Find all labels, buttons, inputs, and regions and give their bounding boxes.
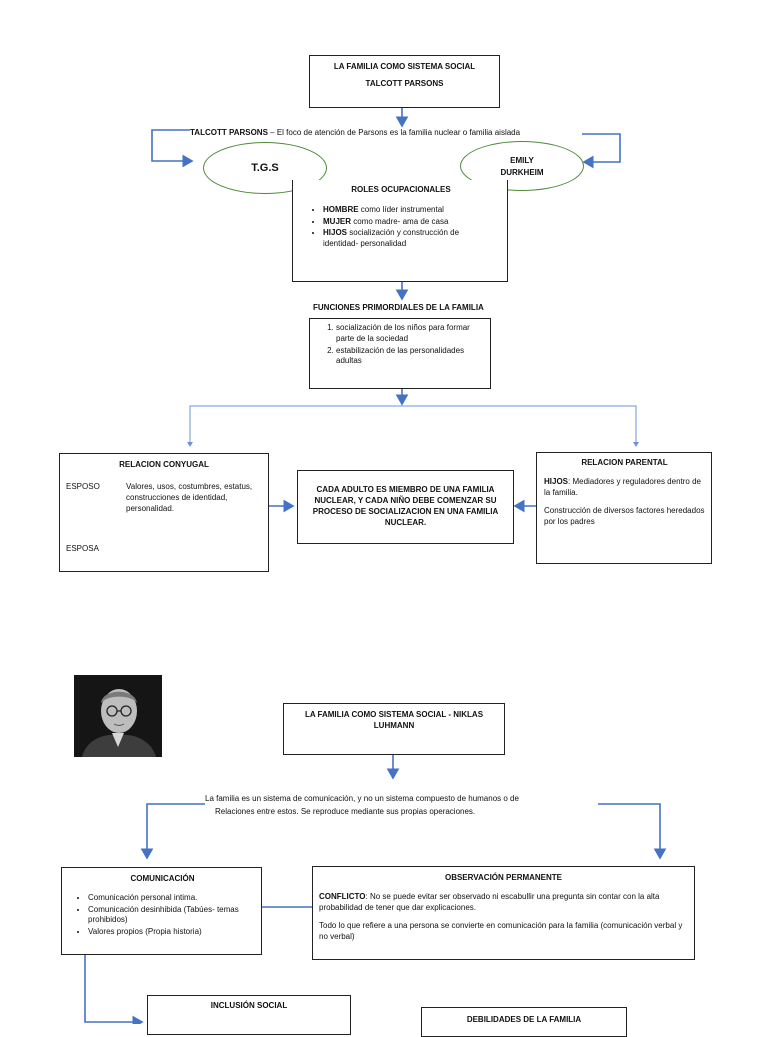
observacion-box: OBSERVACIÓN PERMANENTE CONFLICTO: No se … — [312, 866, 695, 960]
conyugal-title: RELACION CONYUGAL — [119, 460, 209, 469]
parsons-title-line2: TALCOTT PARSONS — [365, 78, 444, 88]
arrow-to-emily — [582, 133, 621, 169]
luhmann-title: LA FAMILIA COMO SISTEMA SOCIAL - NIKLAS … — [304, 710, 484, 730]
central-statement-box: CADA ADULTO ES MIEMBRO DE UNA FAMILIA NU… — [297, 470, 514, 544]
conyugal-text: Valores, usos, costumbres, estatus, cons… — [126, 482, 253, 514]
funcion-item: estabilización de las personalidades adu… — [336, 346, 482, 368]
role-item: HOMBRE como líder instrumental — [323, 205, 495, 216]
niklas-luhmann-photo — [74, 675, 162, 757]
roles-title: ROLES OCUPACIONALES — [351, 185, 451, 194]
focus-name: TALCOTT PARSONS — [190, 128, 268, 137]
comunicacion-item: Comunicación desinhibida (Tabúes- temas … — [88, 905, 253, 927]
parental-title: RELACION PARENTAL — [581, 458, 668, 467]
inclusion-social-box: INCLUSIÓN SOCIAL — [147, 995, 351, 1035]
parsons-title-box: LA FAMILIA COMO SISTEMA SOCIAL TALCOTT P… — [309, 55, 500, 108]
durkheim-label: DURKHEIM — [500, 167, 544, 177]
roles-list: HOMBRE como líder instrumental MUJER com… — [307, 205, 495, 250]
comunicacion-item: Comunicación personal intima. — [88, 893, 253, 904]
luhmann-intro: La familia es un sistema de comunicación… — [205, 793, 605, 817]
funciones-title: FUNCIONES PRIMORDIALES DE LA FAMILIA — [313, 303, 484, 312]
intro-line2: Relaciones entre estos. Se reproduce med… — [215, 807, 476, 817]
luhmann-title-box: LA FAMILIA COMO SISTEMA SOCIAL - NIKLAS … — [283, 703, 505, 755]
funciones-list: socialización de los niños para formar p… — [320, 323, 482, 367]
branch-line — [189, 405, 637, 444]
relacion-parental-box: RELACION PARENTAL HIJOS: Mediadores y re… — [536, 452, 712, 564]
comunicacion-item: Valores propios (Propia historia) — [88, 927, 253, 938]
todo-text: Todo lo que refiere a una persona se con… — [319, 921, 683, 942]
comunicacion-list: Comunicación personal intima. Comunicaci… — [72, 893, 253, 938]
funcion-item: socialización de los niños para formar p… — [336, 323, 482, 345]
esposo-label: ESPOSO — [66, 482, 100, 491]
role-item: MUJER como madre- ama de casa — [323, 217, 495, 228]
central-statement: CADA ADULTO ES MIEMBRO DE UNA FAMILIA NU… — [312, 485, 499, 527]
comunicacion-title: COMUNICACIÓN — [130, 874, 195, 883]
observacion-title: OBSERVACIÓN PERMANENTE — [444, 873, 563, 882]
emily-label: EMILY — [510, 155, 534, 165]
intro-line1: La familia es un sistema de comunicación… — [205, 794, 519, 803]
factores-text: Construcción de diversos factores hereda… — [544, 506, 705, 527]
arrow-to-observacion — [598, 803, 667, 860]
parsons-title-line1: LA FAMILIA COMO SISTEMA SOCIAL — [333, 62, 476, 71]
inclusion-title: INCLUSIÓN SOCIAL — [210, 1001, 288, 1010]
role-item: HIJOS socialización y construcción de id… — [323, 228, 495, 250]
hijos-text: HIJOS: Mediadores y reguladores dentro d… — [544, 476, 701, 497]
arrow-to-tgs — [151, 129, 194, 168]
arrow-to-inclusion — [84, 955, 144, 1024]
funciones-box: socialización de los niños para formar p… — [309, 318, 491, 389]
debilidades-box: DEBILIDADES DE LA FAMILIA — [421, 1007, 627, 1037]
relacion-conyugal-box: RELACION CONYUGAL ESPOSO ESPOSA Valores,… — [59, 453, 269, 572]
esposa-label: ESPOSA — [66, 544, 99, 553]
arrow-to-comunicacion — [140, 803, 205, 860]
comunicacion-box: COMUNICACIÓN Comunicación personal intim… — [61, 867, 262, 955]
roles-box: ROLES OCUPACIONALES HOMBRE como líder in… — [292, 180, 508, 282]
parsons-focus-text: TALCOTT PARSONS – El foco de atención de… — [190, 127, 590, 138]
focus-desc: – El foco de atención de Parsons es la f… — [267, 128, 521, 137]
debilidades-title: DEBILIDADES DE LA FAMILIA — [466, 1015, 582, 1024]
tgs-label: T.G.S — [251, 162, 279, 174]
conflicto-text: CONFLICTO: No se puede evitar ser observ… — [319, 891, 660, 912]
